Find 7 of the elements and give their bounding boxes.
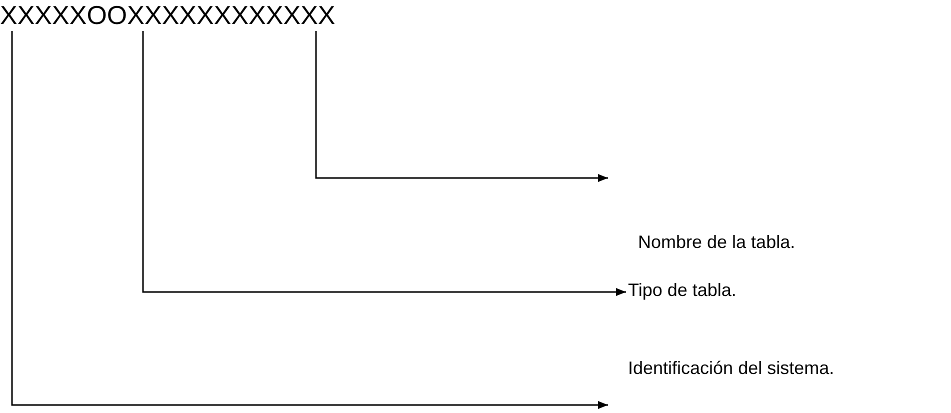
code-text: XXXXXOOXXXXXXXXXXXX xyxy=(0,0,336,31)
leader-arrow xyxy=(142,31,626,296)
leader-arrow xyxy=(11,31,608,409)
field-label: Tipo de tabla. xyxy=(628,280,736,301)
field-label: Identificación del sistema. xyxy=(628,358,834,379)
leader-arrow xyxy=(315,31,608,182)
field-label: Nombre de la tabla. xyxy=(638,232,796,253)
